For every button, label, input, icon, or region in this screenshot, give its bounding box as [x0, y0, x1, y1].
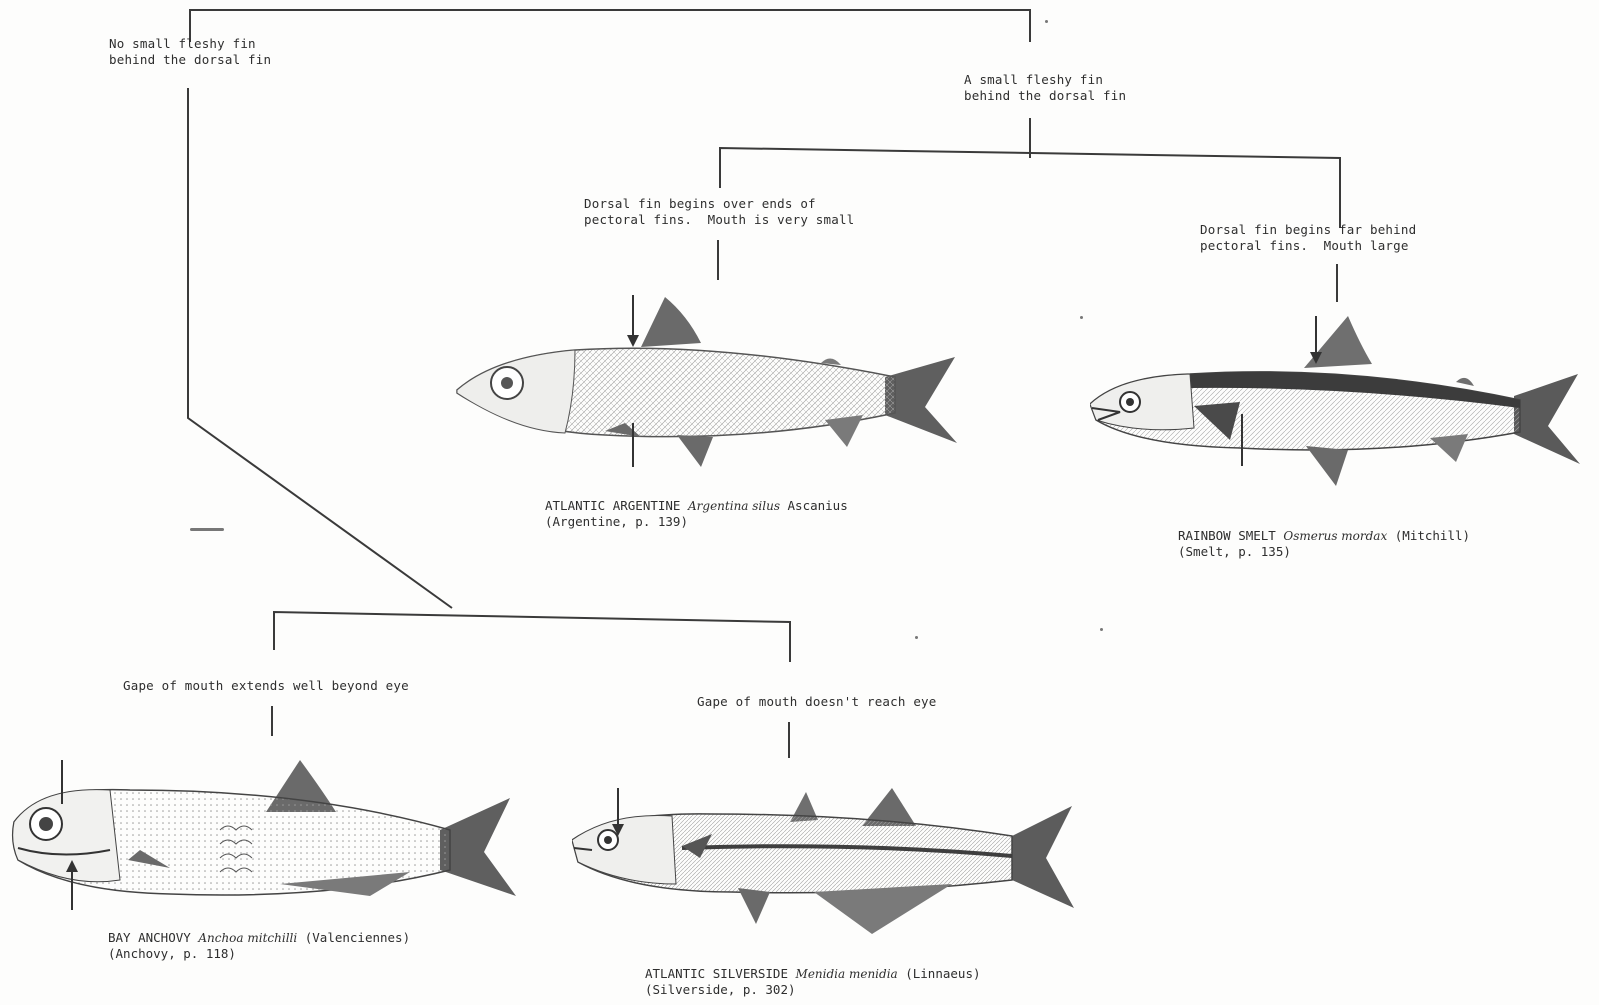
smelt-reference: (Smelt, p. 135)	[1178, 544, 1470, 559]
atlantic-argentine-illustration	[455, 295, 975, 475]
argentine-reference: (Argentine, p. 139)	[545, 514, 848, 529]
anchovy-scientific-name: Anchoa mitchilli	[198, 931, 297, 945]
silverside-author: (Linnaeus)	[905, 966, 980, 981]
top-bracket	[190, 10, 1030, 42]
smelt-author: (Mitchill)	[1395, 528, 1470, 543]
argentine-author: Ascanius	[788, 498, 848, 513]
bay-anchovy-illustration	[10, 760, 530, 930]
argentine-caption: ATLANTIC ARGENTINE Argentina silus Ascan…	[545, 498, 848, 529]
scan-speck	[915, 636, 918, 639]
smelt-common-name: RAINBOW SMELT	[1178, 528, 1276, 543]
argentine-common-name: ATLANTIC ARGENTINE	[545, 498, 680, 513]
anchovy-author: (Valenciennes)	[305, 930, 410, 945]
smelt-scientific-name: Osmerus mordax	[1283, 529, 1387, 543]
scan-mark	[190, 528, 224, 531]
scan-speck	[1100, 628, 1103, 631]
argentine-scientific-name: Argentina silus	[688, 499, 780, 513]
smelt-caption: RAINBOW SMELT Osmerus mordax (Mitchill)(…	[1178, 528, 1470, 559]
smelt-trait-line-1: Dorsal fin begins far behind	[1200, 222, 1416, 238]
atlantic-silverside-illustration	[572, 788, 1102, 948]
silverside-common-name: ATLANTIC SILVERSIDE	[645, 966, 788, 981]
no-adipose-line-1: No small fleshy fin	[109, 36, 271, 52]
rainbow-smelt-illustration	[1090, 316, 1590, 496]
no-adipose-branch-line	[188, 88, 452, 608]
adipose-line-1: A small fleshy fin	[964, 72, 1126, 88]
silverside-trait-text: Gape of mouth doesn't reach eye	[697, 694, 937, 710]
scan-speck	[1045, 20, 1048, 23]
engraulid-bracket	[274, 612, 790, 662]
anchovy-reference: (Anchovy, p. 118)	[108, 946, 410, 961]
silverside-caption: ATLANTIC SILVERSIDE Menidia menidia (Lin…	[645, 966, 981, 997]
silverside-reference: (Silverside, p. 302)	[645, 982, 981, 997]
argentine-trait-line-1: Dorsal fin begins over ends of	[584, 196, 854, 212]
anchovy-caption: BAY ANCHOVY Anchoa mitchilli (Valencienn…	[108, 930, 410, 961]
argentine-trait-line-2: pectoral fins. Mouth is very small	[584, 212, 854, 228]
adipose-line-2: behind the dorsal fin	[964, 88, 1126, 104]
no-adipose-line-2: behind the dorsal fin	[109, 52, 271, 68]
smelt-trait-line-2: pectoral fins. Mouth large	[1200, 238, 1416, 254]
anchovy-trait-text: Gape of mouth extends well beyond eye	[123, 678, 409, 694]
anchovy-common-name: BAY ANCHOVY	[108, 930, 191, 945]
silverside-scientific-name: Menidia menidia	[796, 967, 898, 981]
scan-speck	[1080, 316, 1083, 319]
